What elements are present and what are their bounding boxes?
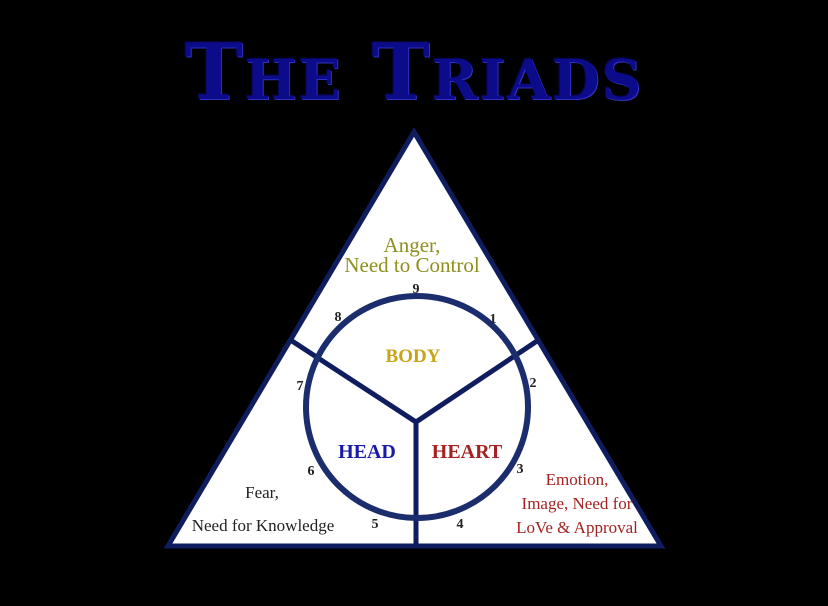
right-label-line2: Image, Need for bbox=[522, 494, 633, 513]
top-label-line1: Anger, bbox=[384, 233, 441, 257]
right-label-line3: LoVe & Approval bbox=[516, 518, 638, 537]
number-4: 4 bbox=[457, 517, 464, 532]
diagram-title: The Triads bbox=[184, 27, 644, 118]
heart-label: HEART bbox=[432, 441, 503, 463]
left-label-line1: Fear, bbox=[245, 483, 279, 502]
number-2: 2 bbox=[530, 376, 537, 391]
divider-right bbox=[414, 336, 542, 425]
number-8: 8 bbox=[335, 310, 342, 325]
number-1: 1 bbox=[490, 312, 497, 327]
top-label-line2: Need to Control bbox=[344, 253, 479, 277]
divider-left bbox=[290, 338, 418, 425]
left-label-line2: Need for Knowledge bbox=[192, 516, 335, 535]
head-label: HEAD bbox=[338, 441, 396, 463]
number-5: 5 bbox=[372, 517, 379, 532]
body-label: BODY bbox=[386, 346, 441, 367]
right-label-line1: Emotion, bbox=[546, 470, 609, 489]
number-3: 3 bbox=[517, 462, 524, 477]
number-9: 9 bbox=[413, 282, 420, 297]
enneagram-circle bbox=[303, 293, 531, 521]
number-6: 6 bbox=[308, 464, 315, 479]
number-7: 7 bbox=[297, 379, 304, 394]
